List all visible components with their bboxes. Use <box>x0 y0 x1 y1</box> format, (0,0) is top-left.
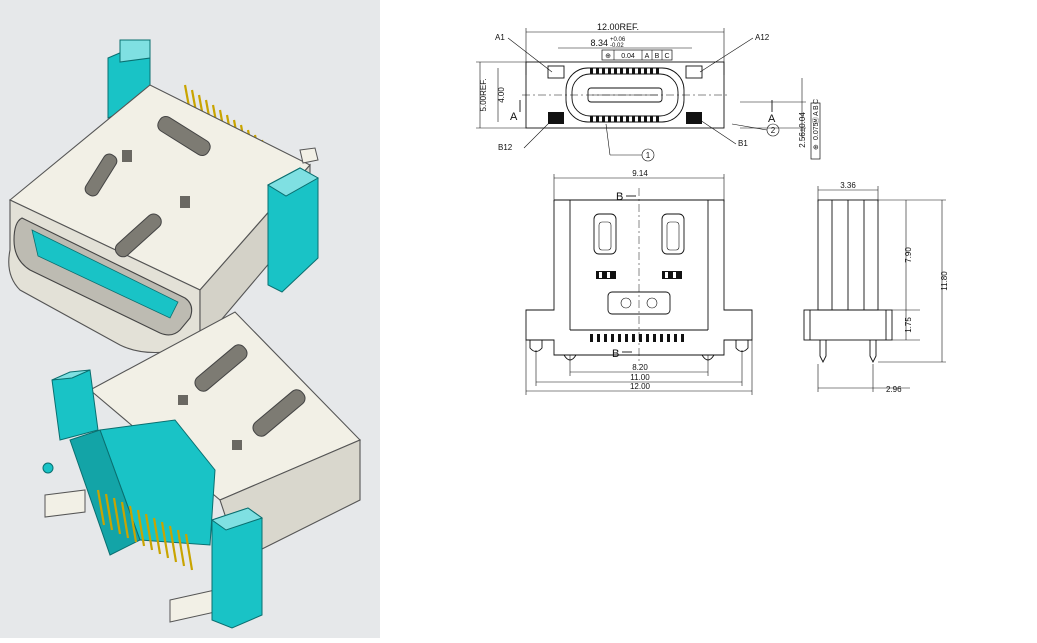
section-b-bottom: B <box>612 348 619 360</box>
dim-post-height: 1.75 <box>904 317 913 333</box>
dim-tongue-tol-upper: +0.06 <box>610 37 626 43</box>
dim-opening-height: 2.56±0.04 <box>798 112 807 148</box>
top-view: 12.00REF. 8.34 +0.06 -0.02 ⊕ 0.04 A B <box>476 22 821 162</box>
dim-body-height: 7.90 <box>904 247 913 263</box>
fcf2-symbol: ⊕ <box>813 144 820 150</box>
dim-pin-span: 8.20 <box>632 363 648 372</box>
fcf-datum-b: B <box>655 53 660 60</box>
dim-peg-span: 11.00 <box>630 373 650 382</box>
front-peg-left <box>529 340 543 352</box>
label-a1: A1 <box>495 33 505 42</box>
fcf2-tolerance: 0.075 <box>813 122 820 140</box>
dim-body-width: 9.14 <box>632 169 648 178</box>
technical-drawing: 12.00REF. 8.34 +0.06 -0.02 ⊕ 0.04 A B <box>476 22 949 395</box>
section-b-top: B <box>616 191 623 203</box>
callout-2: 2 <box>771 126 776 135</box>
fcf2-datum-b: B <box>813 105 820 110</box>
front-peg-right <box>735 340 749 352</box>
front-pin-row <box>590 334 684 342</box>
fcf2-datum-c: C <box>813 99 820 104</box>
connector-render-top <box>8 39 320 354</box>
front-view: 9.14 B <box>525 169 753 395</box>
dim-overall-width-ref: 12.00REF. <box>597 22 639 32</box>
dim-peg-offset: 2.96 <box>886 385 902 394</box>
label-a12: A12 <box>755 33 770 42</box>
fcf2-modifier: Ⓜ <box>812 117 820 124</box>
connector-3d-renders <box>8 39 361 629</box>
side-pin-right <box>869 340 877 364</box>
fcf-position: ⊕ 0.04 A B C <box>601 49 673 61</box>
side-pin-left <box>819 340 827 364</box>
fcf2-datum-a: A <box>813 111 820 116</box>
front-body-outline <box>525 199 753 356</box>
dim-overall-height: 11.80 <box>940 271 949 291</box>
dim-height-ref: 5.00REF. <box>479 79 488 112</box>
connector-render-bottom <box>42 311 361 629</box>
front-slot-left <box>593 213 617 255</box>
section-a-right: A <box>768 113 776 125</box>
front-slot-right <box>661 213 685 255</box>
drawing-panel: 12.00REF. 8.34 +0.06 -0.02 ⊕ 0.04 A B <box>380 0 1037 638</box>
fcf-position-symbol: ⊕ <box>605 53 611 60</box>
side-view: 3.36 7.90 1.75 <box>803 181 949 394</box>
dim-body-depth: 3.36 <box>840 181 856 190</box>
fcf-datum-a: A <box>645 53 650 60</box>
dim-inner-height: 4.00 <box>497 87 506 103</box>
dim-tongue-width: 8.34 <box>590 38 608 48</box>
fcf-datum-c: C <box>664 53 669 60</box>
fcf-tolerance: 0.04 <box>621 53 635 60</box>
side-base <box>803 309 893 341</box>
render-panel <box>0 0 380 638</box>
dim-overall-width: 12.00 <box>630 382 651 391</box>
fcf-position-vertical: ⊕ 0.075 Ⓜ A B C <box>810 99 821 160</box>
callout-1: 1 <box>646 151 651 160</box>
label-b1: B1 <box>738 139 748 148</box>
dim-tongue-tol-lower: -0.02 <box>610 43 624 49</box>
label-b12: B12 <box>498 143 513 152</box>
section-a-left: A <box>510 111 518 123</box>
